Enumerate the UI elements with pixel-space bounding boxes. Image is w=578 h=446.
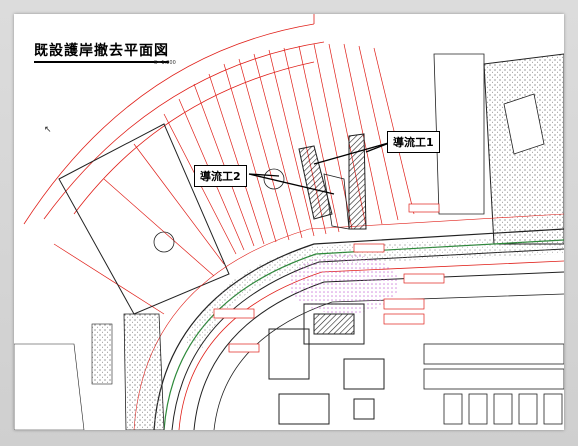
north-mark: ↖ [44, 125, 52, 135]
central-blocks [268, 303, 385, 425]
drawing-title: 既設護岸撤去平面図 [34, 40, 169, 63]
red-annotation-boxes [213, 203, 445, 353]
drawing-sheet: ↖ 既設護岸撤去平面図 S=1:200 導流工1 導流工2 [14, 14, 564, 430]
callout-flow-guide-2: 導流工2 [194, 165, 247, 187]
callout-circle [263, 168, 285, 190]
callout-flow-guide-1: 導流工1 [387, 131, 440, 153]
upper-right-structures [433, 53, 564, 245]
magenta-area [289, 254, 399, 314]
red-arc-boundaries [23, 14, 325, 225]
detail-circle [153, 231, 175, 253]
dotted-band [184, 236, 564, 349]
plan-drawing: ↖ [14, 14, 564, 430]
scale-note: S=1:200 [154, 60, 176, 66]
stone-walls [14, 313, 165, 430]
left-parcel [58, 123, 230, 315]
lower-right-panels [423, 343, 564, 425]
flow-guide-structures [298, 133, 367, 230]
